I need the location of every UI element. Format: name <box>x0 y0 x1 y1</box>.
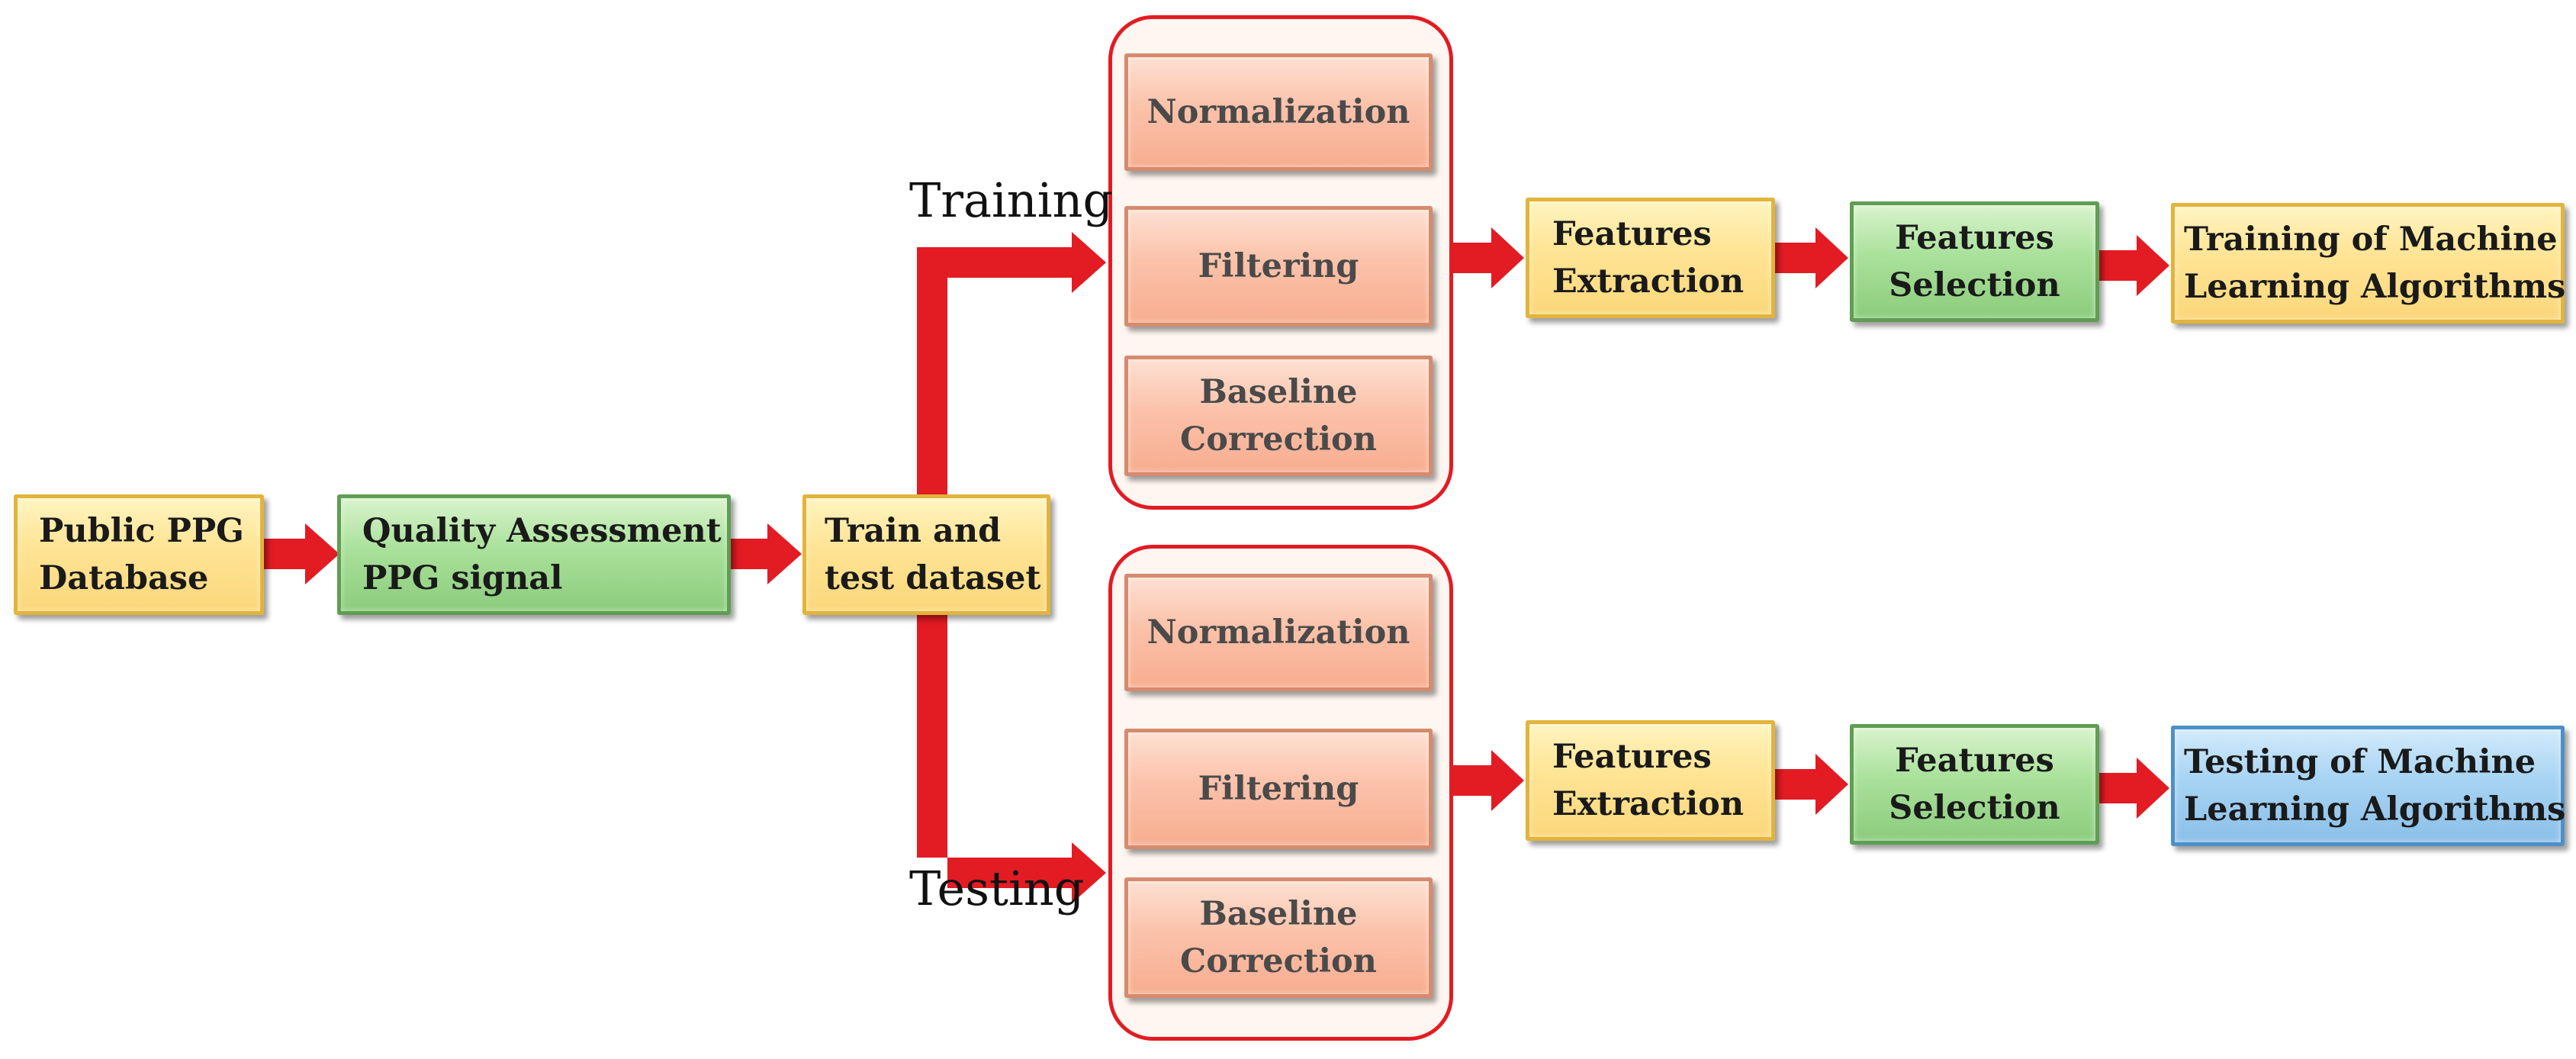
node-testing-filtering-label: Filtering <box>1198 770 1359 808</box>
training-branch-label: Training <box>909 172 1114 228</box>
node-training-extraction-line1: Features <box>1552 215 1712 253</box>
node-quality-assessment-line2: PPG signal <box>362 559 563 597</box>
arrow-train-selection-to-ml <box>2099 235 2169 296</box>
node-training-ml-line1: Training of Machine <box>2184 220 2558 259</box>
node-testing-baseline-line2: Correction <box>1180 942 1377 980</box>
node-training-selection-line2: Selection <box>1889 266 2060 304</box>
node-testing-ml-line2: Learning Algorithms <box>2184 790 2566 829</box>
testing-branch-label: Testing <box>909 861 1085 916</box>
node-testing-normalization-label: Normalization <box>1146 613 1410 652</box>
arrow-train-extraction-to-selection <box>1775 227 1848 288</box>
arrow-public-db-to-quality <box>264 523 339 584</box>
node-training-normalization: Normalization <box>1124 53 1433 171</box>
node-testing-features-selection: Features Selection <box>1850 724 2099 845</box>
node-training-filtering: Filtering <box>1124 206 1433 327</box>
node-train-test-dataset-line1: Train and <box>825 512 1002 550</box>
node-training-features-extraction: Features Extraction <box>1526 198 1775 318</box>
node-quality-assessment-line1: Quality Assessment <box>362 512 722 550</box>
node-training-ml-algorithms: Training of Machine Learning Algorithms <box>2171 203 2565 323</box>
node-public-ppg-database-line1: Public PPG <box>39 512 244 550</box>
node-training-ml-line2: Learning Algorithms <box>2184 268 2566 306</box>
node-training-baseline-line2: Correction <box>1180 420 1377 459</box>
node-training-filtering-label: Filtering <box>1198 247 1359 285</box>
node-testing-selection-line2: Selection <box>1889 789 2060 827</box>
node-train-test-dataset: Train and test dataset <box>802 494 1050 615</box>
arrow-test-extraction-to-selection <box>1775 754 1848 815</box>
arrow-quality-to-split <box>731 523 802 584</box>
node-testing-selection-line1: Features <box>1895 742 2054 780</box>
node-testing-baseline-line1: Baseline <box>1199 895 1358 933</box>
node-training-baseline-line1: Baseline <box>1199 373 1358 411</box>
arrow-split-to-testing <box>917 615 1106 903</box>
arrow-test-selection-to-ml <box>2099 758 2169 819</box>
arrow-testing-group-to-extraction <box>1448 750 1524 811</box>
node-testing-extraction-line2: Extraction <box>1552 785 1745 823</box>
node-testing-baseline-correction: Baseline Correction <box>1124 877 1433 998</box>
arrow-training-group-to-extraction <box>1448 227 1524 288</box>
node-testing-filtering: Filtering <box>1124 729 1433 849</box>
node-public-ppg-database: Public PPG Database <box>14 494 264 615</box>
node-training-baseline-correction: Baseline Correction <box>1124 356 1433 476</box>
node-testing-features-extraction: Features Extraction <box>1526 720 1775 841</box>
node-quality-assessment: Quality Assessment PPG signal <box>337 494 731 615</box>
node-testing-ml-algorithms: Testing of Machine Learning Algorithms <box>2171 726 2565 846</box>
node-training-extraction-line2: Extraction <box>1552 262 1745 301</box>
node-public-ppg-database-line2: Database <box>39 559 209 597</box>
node-training-normalization-label: Normalization <box>1146 93 1410 131</box>
node-testing-normalization: Normalization <box>1124 574 1433 691</box>
node-testing-extraction-line1: Features <box>1552 738 1712 776</box>
node-testing-ml-line1: Testing of Machine <box>2184 743 2536 781</box>
arrow-split-to-training <box>917 232 1106 494</box>
node-training-selection-line1: Features <box>1895 219 2054 257</box>
node-training-features-selection: Features Selection <box>1850 201 2099 322</box>
node-train-test-dataset-line2: test dataset <box>825 559 1041 597</box>
